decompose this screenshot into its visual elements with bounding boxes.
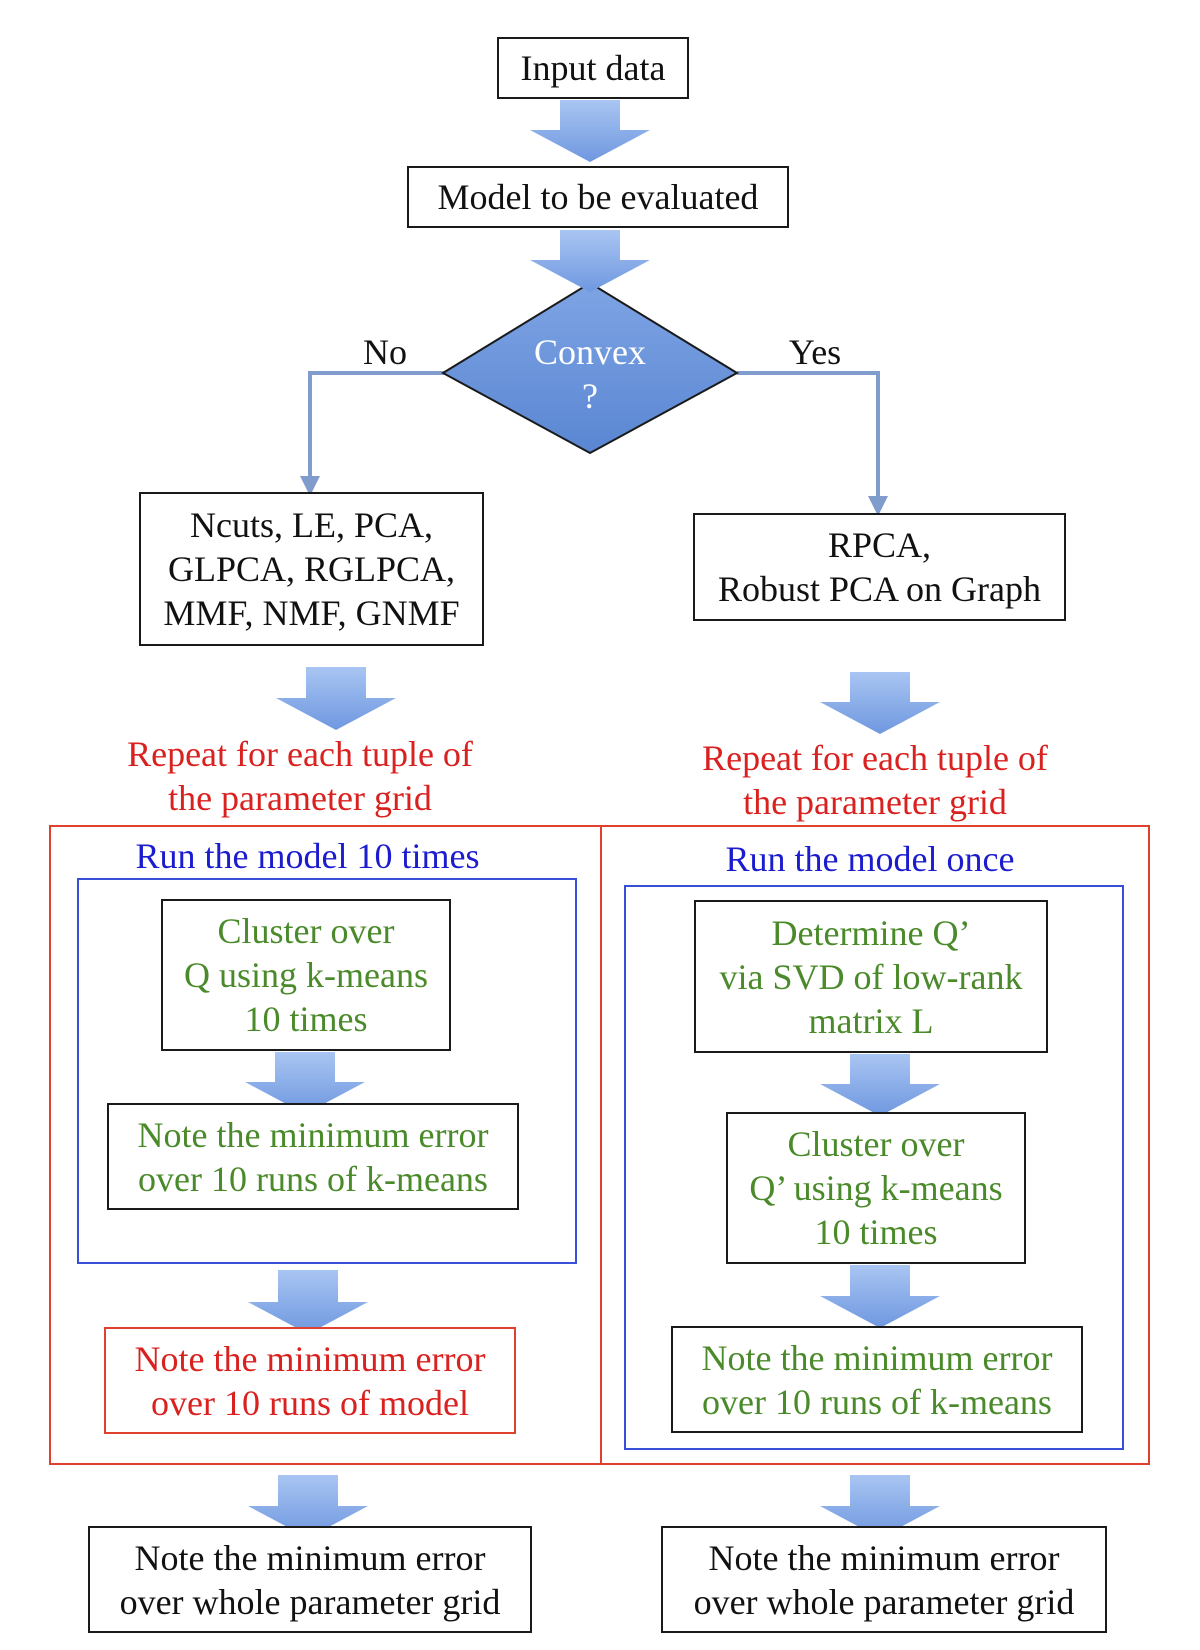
- right-note-kmeans-line-2: over 10 runs of k-means: [702, 1381, 1052, 1422]
- decision-text: Convex ?: [490, 330, 690, 418]
- yes-connector-arrowhead: [868, 496, 888, 516]
- arrow-left-loop-to-final: [248, 1475, 368, 1538]
- arrow-right-cluster-to-note: [820, 1265, 940, 1328]
- right-parameter-loop-frame: [600, 825, 1150, 1465]
- left-cluster-box: Cluster over Q using k-means 10 times: [161, 899, 451, 1051]
- yes-connector: [737, 371, 880, 502]
- decision-line-2: ?: [582, 376, 598, 416]
- note-model-box: Note the minimum error over 10 runs of m…: [104, 1327, 516, 1434]
- arrow-model-to-decision: [530, 230, 650, 292]
- input-data-label: Input data: [520, 48, 666, 88]
- left-final-line-1: Note the minimum error: [134, 1537, 486, 1578]
- left-final-box: Note the minimum error over whole parame…: [88, 1526, 532, 1633]
- model-label: Model to be evaluated: [437, 177, 759, 217]
- right-final-line-1: Note the minimum error: [708, 1537, 1060, 1578]
- convex-line-1: RPCA,: [827, 525, 932, 565]
- decision-diamond: [441, 281, 739, 455]
- decision-line-1: Convex: [534, 332, 646, 372]
- determine-line-1: Determine Q’: [771, 912, 971, 953]
- right-repeat-line-1: Repeat for each tuple of: [702, 738, 1048, 778]
- model-box: Model to be evaluated: [407, 166, 789, 228]
- right-cluster-line-2: Q’ using k-means: [749, 1168, 1003, 1208]
- right-repeat-label: Repeat for each tuple of the parameter g…: [670, 736, 1080, 824]
- right-model-run-frame: [624, 885, 1124, 1450]
- left-repeat-label: Repeat for each tuple of the parameter g…: [95, 732, 505, 820]
- note-model-line-2: over 10 runs of model: [151, 1382, 469, 1423]
- determine-line-2: via SVD of low-rank: [719, 956, 1023, 997]
- no-connector-arrowhead: [300, 476, 320, 496]
- nonconvex-line-3: MMF, NMF, GNMF: [163, 593, 460, 633]
- convex-models-box: RPCA, Robust PCA on Graph: [693, 513, 1066, 621]
- left-model-runs-frame: [77, 878, 577, 1264]
- nonconvex-line-2: GLPCA, RGLPCA,: [167, 549, 456, 589]
- no-connector: [308, 371, 445, 482]
- left-note-kmeans-line-1: Note the minimum error: [137, 1114, 489, 1155]
- left-note-kmeans-box: Note the minimum error over 10 runs of k…: [107, 1103, 519, 1210]
- right-cluster-box: Cluster over Q’ using k-means 10 times: [726, 1112, 1026, 1264]
- yes-label: Yes: [788, 332, 842, 372]
- input-data-box: Input data: [497, 37, 689, 99]
- arrow-input-to-model: [530, 100, 650, 162]
- arrow-determine-to-cluster: [820, 1054, 940, 1116]
- left-cluster-line-1: Cluster over: [217, 911, 395, 951]
- convex-line-2: Robust PCA on Graph: [717, 569, 1042, 609]
- left-repeat-line-1: Repeat for each tuple of: [127, 734, 473, 774]
- left-repeat-line-2: the parameter grid: [168, 778, 432, 818]
- left-cluster-line-3: 10 times: [244, 999, 368, 1039]
- left-final-line-2: over whole parameter grid: [119, 1581, 501, 1622]
- right-repeat-line-2: the parameter grid: [743, 782, 1007, 822]
- right-note-kmeans-line-1: Note the minimum error: [701, 1337, 1053, 1378]
- arrow-left-runs-to-note-model: [248, 1270, 368, 1334]
- left-run-label: Run the model 10 times: [135, 836, 480, 876]
- left-note-kmeans-line-2: over 10 runs of k-means: [138, 1158, 488, 1199]
- right-cluster-line-1: Cluster over: [787, 1124, 965, 1164]
- arrow-right-loop-to-final: [820, 1475, 940, 1538]
- arrow-left-cluster-to-note: [245, 1052, 365, 1114]
- left-cluster-line-2: Q using k-means: [184, 955, 428, 995]
- right-final-line-2: over whole parameter grid: [693, 1581, 1075, 1622]
- right-cluster-line-3: 10 times: [814, 1212, 938, 1252]
- right-run-label: Run the model once: [725, 839, 1015, 879]
- right-note-kmeans-box: Note the minimum error over 10 runs of k…: [671, 1326, 1083, 1433]
- note-model-line-1: Note the minimum error: [134, 1338, 486, 1379]
- arrow-right-models-to-repeat: [820, 672, 940, 734]
- determine-q-box: Determine Q’ via SVD of low-rank matrix …: [694, 900, 1048, 1053]
- right-final-box: Note the minimum error over whole parame…: [661, 1526, 1107, 1633]
- determine-line-3: matrix L: [808, 1000, 934, 1041]
- arrow-left-models-to-repeat: [276, 667, 396, 730]
- nonconvex-models-box: Ncuts, LE, PCA, GLPCA, RGLPCA, MMF, NMF,…: [139, 492, 484, 646]
- no-label: No: [363, 332, 407, 372]
- nonconvex-line-1: Ncuts, LE, PCA,: [190, 505, 433, 545]
